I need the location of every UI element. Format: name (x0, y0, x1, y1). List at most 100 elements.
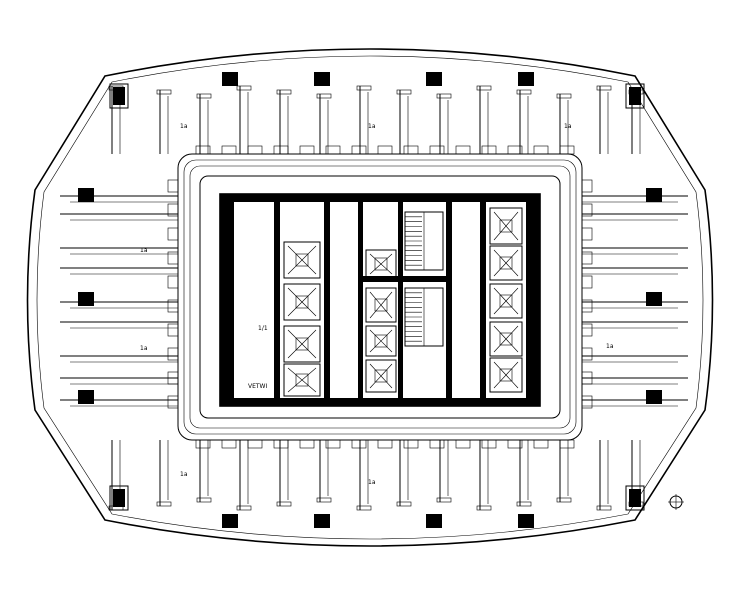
column (78, 292, 94, 306)
diffuser (581, 227, 593, 241)
duct-branch-top (196, 93, 212, 154)
zone-label: 1a (606, 343, 614, 350)
diffuser (581, 395, 593, 409)
column (78, 188, 94, 202)
diffuser (167, 251, 179, 265)
duct-branch-bottom (436, 440, 452, 503)
column (222, 514, 238, 528)
duct-branch-bottom (236, 440, 252, 511)
diffuser (403, 439, 419, 449)
diffuser (533, 439, 549, 449)
duct-branch-top (396, 89, 412, 154)
duct-branch-bottom (476, 440, 492, 511)
diffuser (507, 145, 523, 155)
corner-shaft (625, 485, 645, 511)
diffuser (559, 145, 575, 155)
diffuser (429, 145, 445, 155)
duct-branch-top (436, 93, 452, 154)
elevator-car (283, 325, 321, 363)
diffuser (455, 439, 471, 449)
diffuser (533, 145, 549, 155)
elevator-car (489, 245, 523, 281)
column (646, 390, 662, 404)
duct-branch-right (582, 321, 688, 329)
duct-branch-bottom (276, 440, 292, 507)
duct-branch-top (516, 89, 532, 154)
elevator-car (365, 359, 397, 393)
diffuser (559, 439, 575, 449)
core-label: VETWI (248, 383, 267, 390)
diffuser (167, 275, 179, 289)
diffuser (377, 145, 393, 155)
column (426, 72, 442, 86)
duct-ring-inner (183, 159, 577, 435)
diffuser (247, 439, 263, 449)
zone-label: 1a (140, 345, 148, 352)
zone-label: 1a (180, 123, 188, 130)
corner-shaft (625, 83, 645, 109)
diffuser (167, 347, 179, 361)
duct-branch-right (582, 267, 688, 275)
duct-branch-bottom (356, 440, 372, 511)
duct-branch-right (582, 377, 688, 385)
column (314, 514, 330, 528)
duct-branch-left (60, 301, 178, 309)
duct-branch-top (276, 89, 292, 154)
elevator-car (489, 207, 523, 245)
diffuser (221, 439, 237, 449)
duct-branch-top (596, 85, 612, 154)
core-walls (189, 165, 571, 429)
diffuser (167, 323, 179, 337)
elevator-shafts (283, 207, 523, 397)
duct-branch-left (60, 321, 178, 329)
duct-branch-bottom (156, 440, 172, 507)
diffuser (299, 439, 315, 449)
duct-branch-left (60, 195, 178, 203)
diffuser (351, 145, 367, 155)
column (646, 188, 662, 202)
diffuser (581, 251, 593, 265)
duct-branch-left (60, 267, 178, 275)
diffuser (581, 179, 593, 193)
diffuser (351, 439, 367, 449)
duct-branch-left (60, 247, 178, 255)
structural-columns (78, 72, 662, 528)
duct-branch-top (156, 89, 172, 154)
diffuser (299, 145, 315, 155)
duct-branch-right (582, 399, 688, 407)
diffuser (377, 439, 393, 449)
elevator-car (365, 287, 397, 323)
column (518, 514, 534, 528)
crosshair-circle-icon (668, 494, 684, 510)
diffuser (167, 395, 179, 409)
duct-branch-bottom (316, 440, 332, 503)
duct-branch-top (316, 93, 332, 154)
elevator-car (365, 325, 397, 357)
duct-branch-bottom (556, 440, 572, 503)
elevator-car (489, 283, 523, 319)
duct-branch-right (582, 247, 688, 255)
diffuser (325, 439, 341, 449)
duct-branch-right (582, 213, 688, 221)
duct-branch-right (582, 195, 688, 203)
column (78, 390, 94, 404)
duct-branch-left (60, 377, 178, 385)
duct-branch-top (356, 85, 372, 154)
diffuser (481, 145, 497, 155)
diffuser (273, 145, 289, 155)
diffuser (581, 203, 593, 217)
duct-branch-bottom (516, 440, 532, 507)
diffuser (325, 145, 341, 155)
duct-network (60, 85, 688, 511)
corner-shaft (109, 485, 129, 511)
diffuser (455, 145, 471, 155)
duct-branch-bottom (596, 440, 612, 511)
diffuser (167, 179, 179, 193)
column (646, 292, 662, 306)
zone-label: 1a (180, 471, 188, 478)
diffuser (429, 439, 445, 449)
duct-branch-bottom (396, 440, 412, 507)
duct-branch-top (556, 93, 572, 154)
diffuser (247, 145, 263, 155)
